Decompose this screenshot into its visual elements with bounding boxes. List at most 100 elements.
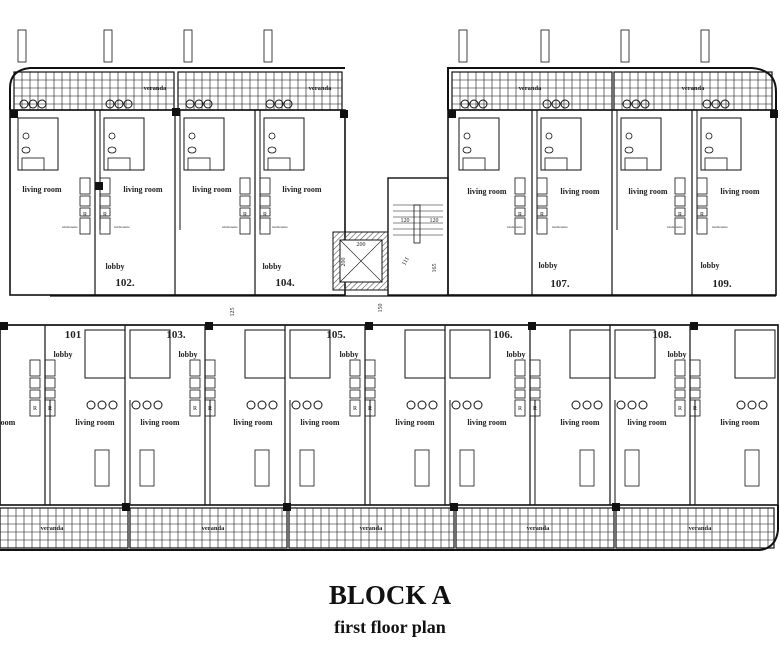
kitchen-sink (529, 399, 541, 417)
kitchen-cabinet (239, 177, 251, 195)
kitchen-sink (514, 217, 526, 235)
bathroom (540, 117, 582, 171)
lobby-label: lobby (667, 350, 686, 359)
veranda-area (615, 507, 775, 549)
veranda-label: veranda (41, 525, 65, 532)
shower-tray (704, 157, 728, 171)
building-outline (0, 505, 779, 551)
fridge-label: R (33, 406, 37, 412)
kitchenette-label: kitchenette (114, 225, 130, 229)
veranda-label: veranda (689, 525, 713, 532)
dining-chair-icon (108, 400, 118, 410)
fridge-label: R (103, 212, 107, 218)
bathroom (263, 117, 305, 171)
veranda-label: veranda (144, 85, 168, 92)
stair-landing-dim: 111 (401, 256, 410, 266)
column (690, 322, 698, 330)
bathroom (449, 329, 491, 379)
dining-chair-icon (460, 99, 470, 109)
elevator-cross (339, 239, 383, 283)
column (283, 503, 291, 511)
column (450, 503, 458, 511)
dining-chair-icon (123, 99, 133, 109)
stove-icon (536, 207, 548, 217)
fridge (364, 377, 376, 389)
veranda-area (288, 507, 455, 549)
dining-chair-icon (622, 99, 632, 109)
sofa-icon (139, 449, 155, 487)
shower-tray (187, 157, 211, 171)
living-room-label: living room (560, 418, 600, 427)
kitchenette-label: kitchenette (667, 225, 683, 229)
dining-chair-icon (720, 99, 730, 109)
dining-chair-icon (560, 99, 570, 109)
stove-icon (349, 389, 361, 399)
washbasin-icon (268, 132, 276, 140)
shower-tray (107, 157, 131, 171)
dining-chair-icon (638, 400, 648, 410)
living-room-label: living room (22, 185, 62, 194)
kitchen-cabinet (349, 359, 361, 377)
dining-chair-icon (473, 400, 483, 410)
dining-chair-icon (86, 400, 96, 410)
dining-chair-icon (571, 400, 581, 410)
bathroom (244, 329, 286, 379)
stove-icon (204, 389, 216, 399)
dining-chair-icon (19, 99, 29, 109)
column (770, 110, 778, 118)
stove-icon (689, 389, 701, 399)
kitchen-sink (259, 217, 271, 235)
living-room-label: living room (720, 187, 760, 196)
dining-chair-icon (97, 400, 107, 410)
living-room-label: living room (395, 418, 435, 427)
living-room-label: living room (300, 418, 340, 427)
plan-subtitle: first floor plan (334, 617, 446, 637)
fridge-label: R (518, 212, 522, 218)
bathroom (289, 329, 331, 379)
fridge-label: R (368, 406, 372, 412)
dining-chair-icon (268, 400, 278, 410)
stove-icon (189, 389, 201, 399)
living-room-label: living room (560, 187, 600, 196)
kitchen-cabinet (44, 359, 56, 377)
kitchenette-label: kitchenette (507, 225, 523, 229)
kitchen-cabinet (536, 177, 548, 195)
bathroom (404, 329, 446, 379)
fridge (674, 195, 686, 207)
sofa-icon (458, 29, 468, 63)
dining-chair-icon (640, 99, 650, 109)
shower-tray (462, 157, 486, 171)
sofa-icon (299, 449, 315, 487)
dining-chair-icon (142, 400, 152, 410)
dining-chair-icon (702, 99, 712, 109)
toilet-icon (107, 146, 117, 154)
fridge (204, 377, 216, 389)
column (612, 503, 620, 511)
toilet-icon (544, 146, 554, 154)
lobby-label: lobby (339, 350, 358, 359)
stair-width-dim: 120 (401, 218, 410, 224)
washbasin-icon (625, 132, 633, 140)
dining-chair-icon (736, 400, 746, 410)
kitchenette-label: kitchenette (222, 225, 238, 229)
toilet-icon (267, 146, 277, 154)
bathroom (103, 117, 145, 171)
shower-tray (544, 157, 568, 171)
unit-number: 107. (550, 278, 570, 290)
bottom-wing (0, 324, 779, 506)
fridge-label: R (193, 406, 197, 412)
sofa-icon (744, 449, 760, 487)
column (10, 110, 18, 118)
kitchen-cabinet (364, 359, 376, 377)
kitchen-sink (189, 399, 201, 417)
veranda-label: veranda (519, 85, 543, 92)
unit-number: 106. (493, 329, 513, 341)
dining-chair-icon (283, 99, 293, 109)
kitchen-cabinet (259, 177, 271, 195)
dining-chair-icon (291, 400, 301, 410)
dining-chair-icon (582, 400, 592, 410)
fridge (514, 377, 526, 389)
unit-number: 105. (326, 329, 346, 341)
bathroom (84, 329, 126, 379)
shower-tray (267, 157, 291, 171)
